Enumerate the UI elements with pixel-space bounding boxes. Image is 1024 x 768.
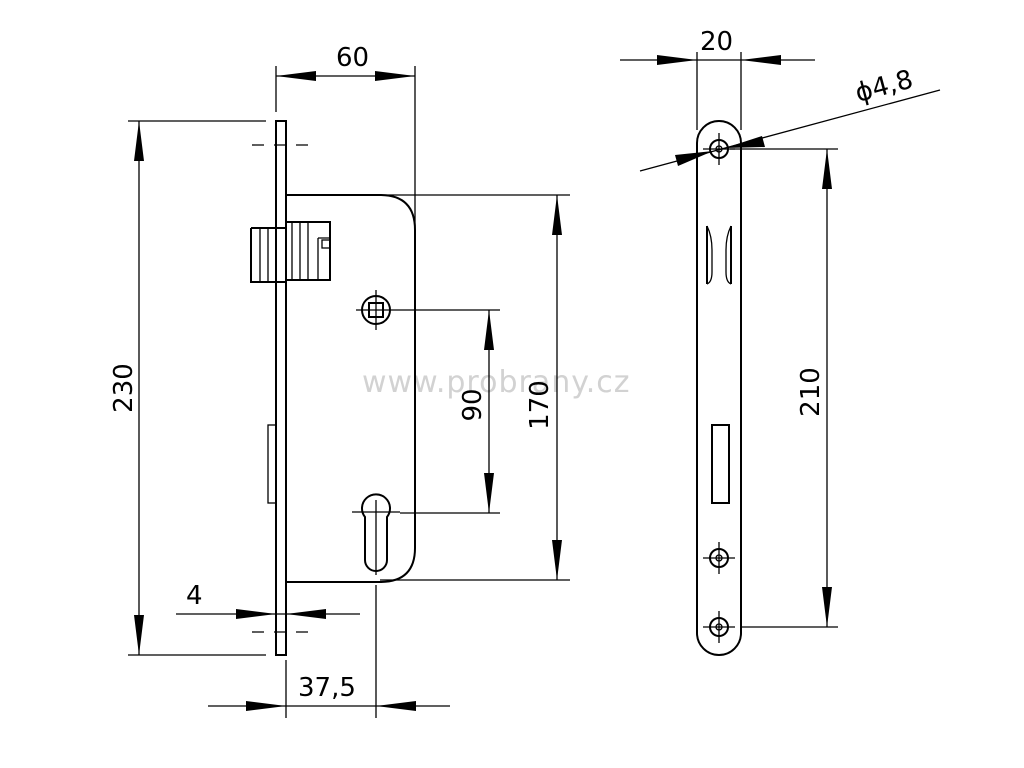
dim-90: 90 (396, 309, 500, 514)
bolt-slot (711, 424, 730, 504)
dim-4: 4 (176, 581, 360, 655)
dim-diameter-4-8: ϕ4,8 (639, 65, 941, 172)
faceplate-view (696, 120, 742, 656)
latch-opening (706, 226, 732, 284)
dim-label-210: 210 (796, 367, 826, 417)
dim-210: 210 (730, 148, 838, 628)
dim-label-90: 90 (458, 388, 488, 421)
watermark-text: www.probrany.cz (362, 365, 631, 400)
spindle-hub (356, 290, 396, 330)
screw-hole-middle (703, 542, 735, 574)
faceplate-strip (275, 120, 287, 656)
dim-60: 60 (275, 43, 416, 232)
dim-label-4: 4 (186, 581, 203, 611)
dim-label-230: 230 (109, 363, 139, 413)
dim-20: 20 (620, 27, 815, 130)
dim-170: 170 (380, 194, 570, 581)
faceplate-outline (696, 120, 742, 656)
latch-bolt (250, 221, 331, 283)
dim-label-20: 20 (700, 27, 733, 57)
cylinder-keyhole (352, 493, 400, 575)
faceplate-slot (267, 424, 277, 504)
dim-label-60: 60 (336, 43, 369, 73)
dim-37-5: 37,5 (208, 585, 450, 718)
dim-label-170: 170 (525, 380, 555, 430)
dim-230: 230 (109, 120, 266, 656)
dim-label-37-5: 37,5 (298, 673, 356, 703)
dim-label-diameter-4-8: ϕ4,8 (852, 65, 916, 109)
screw-hole-bottom (703, 611, 735, 643)
